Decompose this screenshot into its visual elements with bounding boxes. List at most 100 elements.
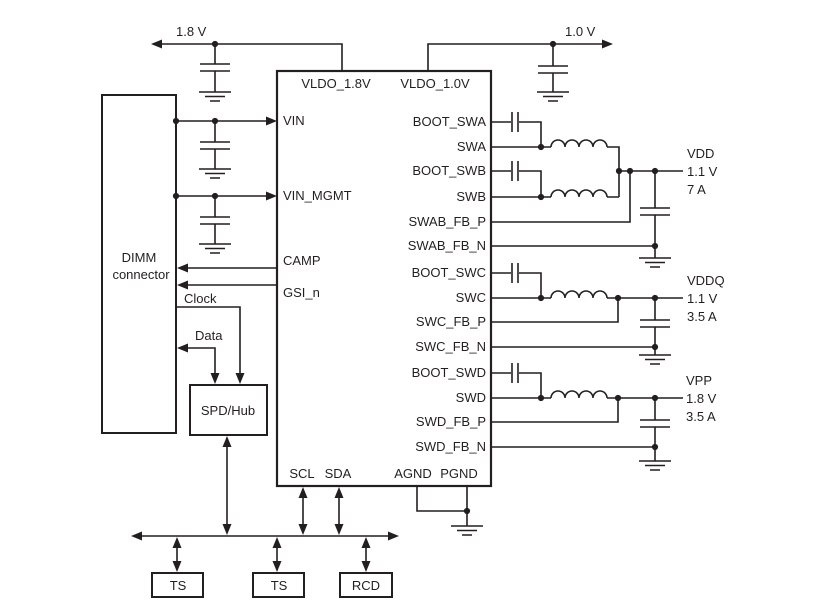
ground-icon bbox=[638, 354, 672, 365]
vddq-current-label: 3.5 A bbox=[687, 309, 717, 324]
pin-label-swab-fb-n: SWAB_FB_N bbox=[408, 238, 486, 253]
junction-dot bbox=[537, 394, 545, 402]
ground-icon bbox=[450, 525, 484, 536]
pin-label-agnd: AGND bbox=[394, 466, 432, 481]
ground-icon bbox=[198, 243, 232, 254]
rail-1v8-label: 1.8 V bbox=[176, 24, 207, 39]
pin-label-boot-swd: BOOT_SWD bbox=[412, 365, 486, 380]
rail-1v0: 1.0 V bbox=[427, 24, 613, 102]
pin-label-swa: SWA bbox=[457, 139, 486, 154]
left-arrow-icon bbox=[177, 343, 188, 353]
ts-left-box bbox=[151, 572, 204, 598]
boot-swd-wire bbox=[491, 372, 542, 398]
pin-label-boot-swc: BOOT_SWC bbox=[412, 265, 486, 280]
vpp-name-label: VPP bbox=[686, 373, 712, 388]
agnd-pgnd-net bbox=[416, 486, 484, 536]
vin-net bbox=[172, 116, 277, 179]
vpp-voltage-label: 1.8 V bbox=[686, 391, 717, 406]
boot-swb-wire bbox=[491, 170, 542, 197]
down-arrow-icon bbox=[361, 561, 371, 572]
left-arrow-icon bbox=[151, 39, 162, 49]
vin-mgmt-net bbox=[172, 191, 277, 254]
pin-label-sda: SDA bbox=[325, 466, 352, 481]
rail-1v0-wire bbox=[427, 43, 602, 71]
swc-fb-p-wire bbox=[491, 298, 619, 323]
vpp-output-net: VPP 1.8 V 3.5 A bbox=[491, 362, 717, 471]
pin-label-scl: SCL bbox=[289, 466, 314, 481]
rail-1v0-label: 1.0 V bbox=[565, 24, 596, 39]
spd-hub-label: SPD/Hub bbox=[201, 403, 255, 418]
i2c-bus bbox=[131, 487, 399, 541]
vdd-output-net: VDD 1.1 V 7 A bbox=[491, 111, 718, 268]
pin-label-swb: SWB bbox=[456, 189, 486, 204]
vdd-voltage-label: 1.1 V bbox=[687, 164, 718, 179]
junction-dot bbox=[463, 507, 471, 515]
right-arrow-icon bbox=[266, 116, 277, 126]
junction-dot bbox=[172, 117, 180, 125]
pin-label-boot-swa: BOOT_SWA bbox=[413, 114, 487, 129]
up-arrow-icon bbox=[361, 537, 371, 548]
right-arrow-icon bbox=[388, 531, 399, 541]
ts-middle-block: TS bbox=[252, 537, 305, 598]
data-wire bbox=[187, 347, 216, 374]
down-arrow-icon bbox=[235, 373, 245, 384]
inductor-icon bbox=[550, 390, 608, 399]
vpp-current-label: 3.5 A bbox=[686, 409, 716, 424]
ground-icon bbox=[198, 91, 232, 102]
pin-label-swc-fb-n: SWC_FB_N bbox=[415, 339, 486, 354]
down-arrow-icon bbox=[298, 524, 308, 535]
rcd-label: RCD bbox=[352, 578, 380, 593]
vddq-output-net: VDDQ 1.1 V 3.5 A bbox=[491, 262, 725, 365]
capacitor-icon bbox=[199, 216, 231, 225]
clock-label: Clock bbox=[184, 291, 217, 306]
dimm-label-line1: DIMM bbox=[122, 250, 157, 265]
left-arrow-icon bbox=[177, 263, 188, 273]
pin-label-boot-swb: BOOT_SWB bbox=[412, 163, 486, 178]
down-arrow-icon bbox=[172, 561, 182, 572]
pin-label-camp: CAMP bbox=[283, 253, 321, 268]
capacitor-icon bbox=[511, 262, 519, 284]
pin-label-vin-mgmt: VIN_MGMT bbox=[283, 188, 352, 203]
down-arrow-icon bbox=[334, 524, 344, 535]
left-arrow-icon bbox=[131, 531, 142, 541]
spd-hub-box bbox=[189, 384, 268, 436]
pin-label-swc-fb-p: SWC_FB_P bbox=[416, 314, 486, 329]
capacitor-icon bbox=[199, 63, 231, 72]
gsi-n-net bbox=[177, 280, 277, 290]
vdd-name-label: VDD bbox=[687, 146, 714, 161]
rcd-box bbox=[339, 572, 393, 598]
swab-fb-p-wire bbox=[491, 171, 631, 223]
ts-left-label: TS bbox=[170, 578, 187, 593]
rail-1v8-wire bbox=[153, 43, 343, 71]
right-arrow-icon bbox=[602, 39, 613, 49]
inductor-icon bbox=[550, 290, 608, 299]
agnd-pgnd-wire bbox=[416, 486, 468, 526]
down-arrow-icon bbox=[272, 561, 282, 572]
pmic-block: VLDO_1.8V VLDO_1.0V VIN VIN_MGMT CAMP GS… bbox=[275, 69, 493, 488]
capacitor-icon bbox=[511, 160, 519, 182]
pin-label-swd: SWD bbox=[456, 390, 486, 405]
junction-dot bbox=[615, 167, 623, 175]
clock-net: Clock bbox=[176, 291, 245, 384]
pin-label-swc: SWC bbox=[456, 290, 486, 305]
down-arrow-icon bbox=[222, 524, 232, 535]
up-arrow-icon bbox=[172, 537, 182, 548]
capacitor-icon bbox=[639, 419, 671, 428]
rail-1v8: 1.8 V bbox=[151, 24, 343, 102]
capacitor-icon bbox=[511, 111, 519, 133]
ground-icon bbox=[638, 460, 672, 471]
ts-middle-box bbox=[252, 572, 305, 598]
camp-net bbox=[177, 263, 277, 273]
ground-icon bbox=[536, 91, 570, 102]
junction-dot bbox=[172, 192, 180, 200]
capacitor-icon bbox=[511, 362, 519, 384]
pin-label-swd-fb-n: SWD_FB_N bbox=[415, 439, 486, 454]
inductor-icon bbox=[550, 189, 608, 198]
vddq-name-label: VDDQ bbox=[687, 273, 725, 288]
junction-dot bbox=[537, 143, 545, 151]
up-arrow-icon bbox=[334, 487, 344, 498]
pmic-box bbox=[275, 69, 493, 488]
ground-icon bbox=[638, 257, 672, 268]
down-arrow-icon bbox=[210, 373, 220, 384]
